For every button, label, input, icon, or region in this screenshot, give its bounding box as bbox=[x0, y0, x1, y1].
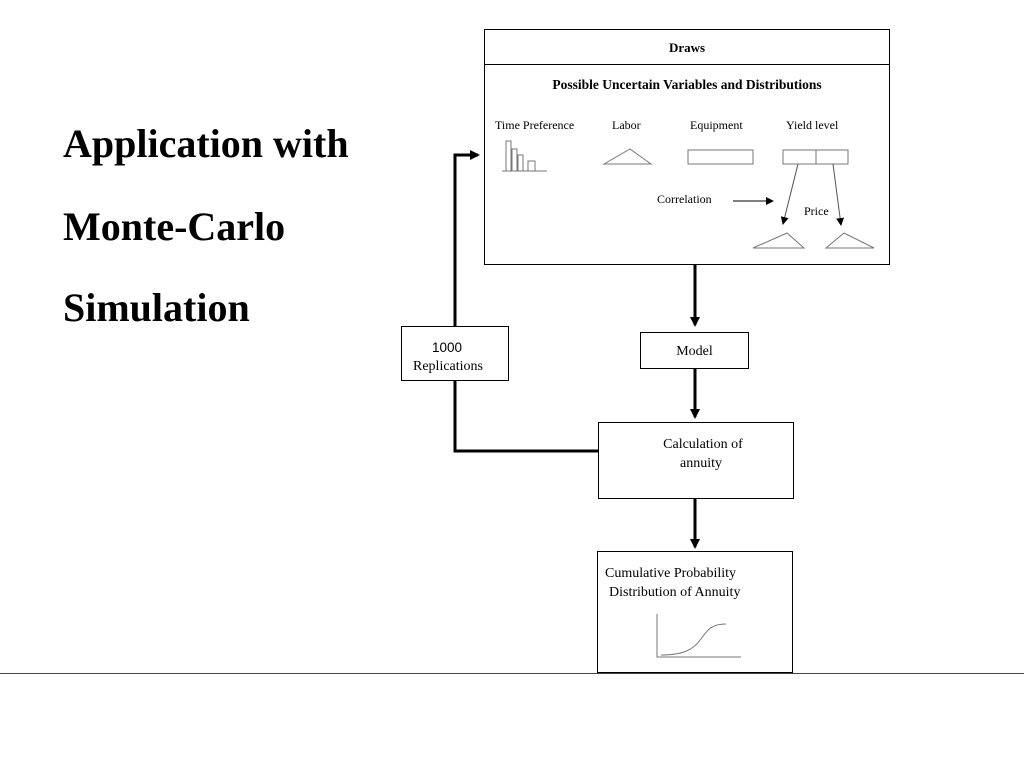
draws-box: Draws Possible Uncertain Variables and D… bbox=[484, 29, 890, 265]
bottom-rule bbox=[0, 673, 1024, 674]
cdf-line-1: Cumulative Probability bbox=[605, 566, 737, 581]
annuity-line-1: Calculation of bbox=[663, 437, 743, 452]
model-label: Model bbox=[676, 344, 713, 359]
yield-to-price-arrow-left bbox=[780, 163, 799, 225]
triangle-distribution-icon bbox=[602, 148, 653, 165]
variable-equipment: Equipment bbox=[690, 118, 743, 132]
correlation-label: Correlation bbox=[657, 192, 712, 206]
feedback-loop-line bbox=[453, 150, 599, 453]
variable-yield-level: Yield level bbox=[786, 118, 839, 132]
title-line-3: Simulation bbox=[63, 285, 250, 330]
annuity-line-2: annuity bbox=[680, 456, 722, 471]
yield-to-price-arrow-right bbox=[832, 163, 845, 226]
price-label: Price bbox=[804, 204, 829, 218]
replications-box: 1000 Replications bbox=[401, 326, 509, 381]
draws-header: Draws bbox=[668, 40, 706, 55]
model-box: Model bbox=[640, 332, 749, 369]
title-line-1: Application with bbox=[63, 121, 349, 166]
annuity-box: Calculation of annuity bbox=[598, 422, 794, 499]
histogram-icon bbox=[502, 140, 547, 172]
title-line-2: Monte-Carlo bbox=[63, 204, 286, 249]
variable-labor: Labor bbox=[612, 118, 641, 132]
uniform-distribution-icon bbox=[687, 149, 754, 165]
replications-label: Replications bbox=[413, 359, 483, 374]
replications-count: 1000 bbox=[432, 340, 463, 355]
draws-subheader: Possible Uncertain Variables and Distrib… bbox=[552, 77, 822, 92]
cumulative-curve-icon bbox=[656, 614, 741, 658]
cdf-box: Cumulative Probability Distribution of A… bbox=[597, 551, 793, 673]
distribution-sketches bbox=[502, 140, 875, 249]
price-triangle-right-icon bbox=[824, 232, 875, 249]
draws-divider bbox=[485, 64, 889, 65]
variable-time-preference: Time Preference bbox=[495, 118, 575, 132]
price-triangle-left-icon bbox=[752, 232, 806, 249]
cdf-line-2: Distribution of Annuity bbox=[609, 585, 741, 600]
split-box-icon bbox=[782, 149, 849, 165]
